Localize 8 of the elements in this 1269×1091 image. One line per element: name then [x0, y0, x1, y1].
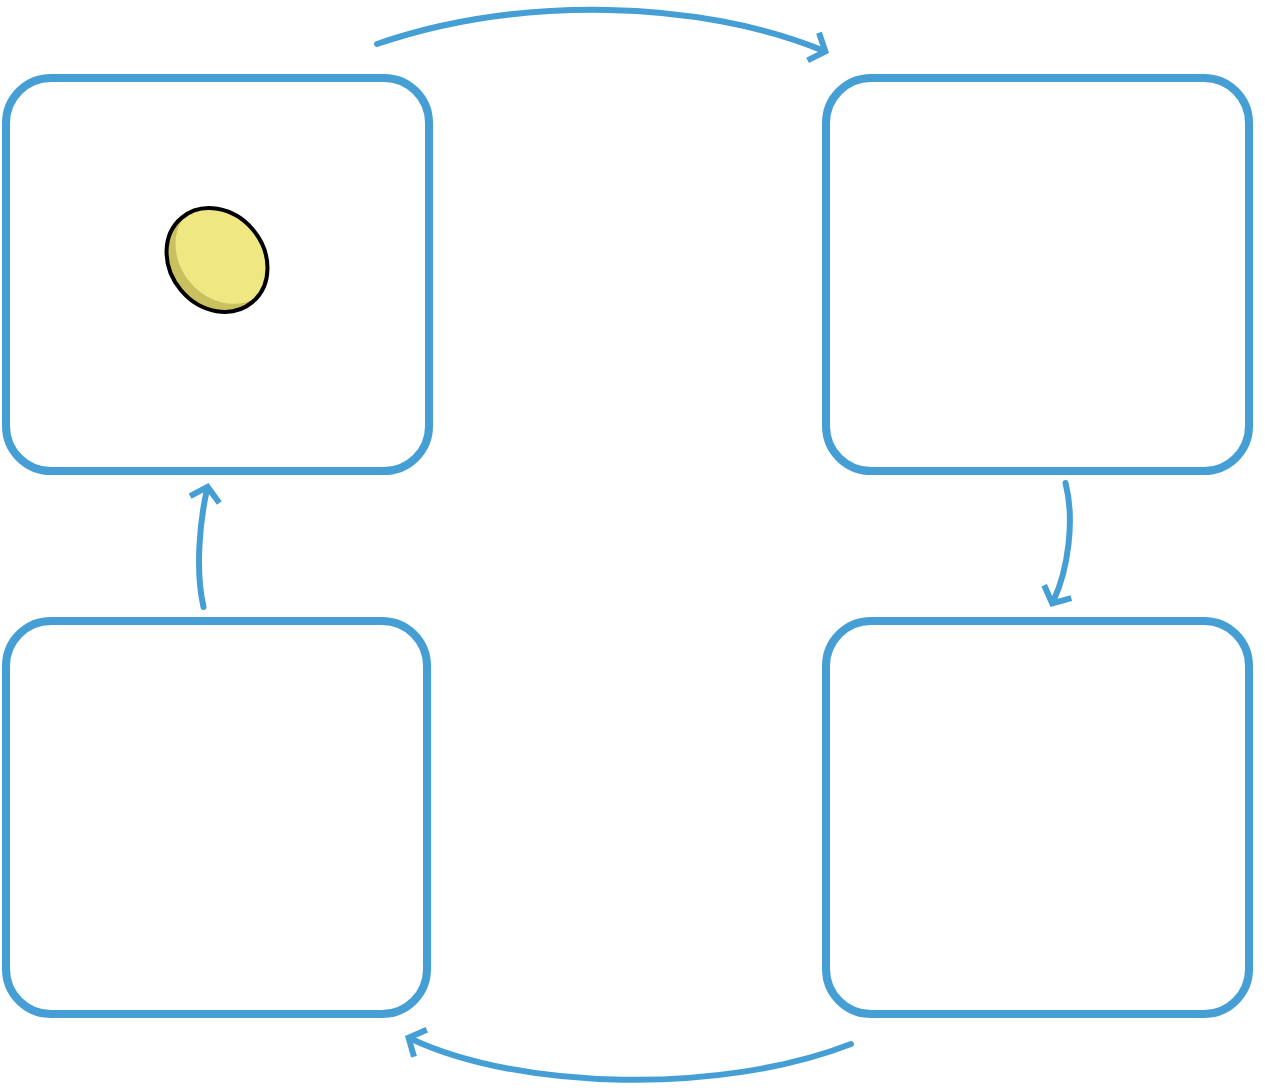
- rounded-box: [822, 74, 1253, 475]
- rounded-box: [822, 617, 1253, 1018]
- arrow: [1041, 480, 1073, 607]
- arrow: [405, 1026, 854, 1083]
- arrow: [188, 483, 222, 610]
- arrow: [374, 6, 829, 64]
- rounded-box: [2, 617, 431, 1018]
- rounded-box: [2, 74, 433, 475]
